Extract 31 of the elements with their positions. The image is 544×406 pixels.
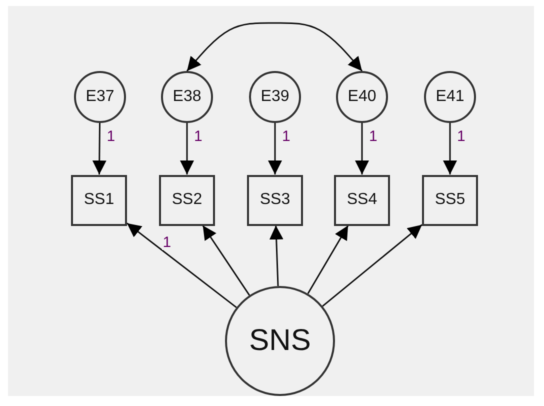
variable-name: E37 xyxy=(86,88,114,106)
edge-label: 1 xyxy=(368,129,378,144)
path-arrow xyxy=(269,225,284,286)
path-arrow xyxy=(355,123,369,174)
path-arrow xyxy=(202,225,250,296)
edge-label: 1 xyxy=(281,129,292,144)
path-arrow xyxy=(443,123,457,174)
path-arrow xyxy=(307,225,349,294)
variable-name: SS1 xyxy=(84,191,114,209)
observed-variable-box xyxy=(71,174,127,226)
edge-label: 1 xyxy=(456,129,466,144)
observed-variable-box xyxy=(247,174,303,226)
edge-label: 1 xyxy=(193,129,204,144)
variable-name: E39 xyxy=(260,88,290,106)
observed-variable-box xyxy=(334,174,390,226)
edge-label: 1 xyxy=(162,235,172,250)
path-arrow xyxy=(126,222,237,308)
observed-variable-box xyxy=(159,174,215,226)
path-arrow xyxy=(268,123,282,174)
variable-name: SS5 xyxy=(434,191,466,209)
variable-name: E38 xyxy=(172,88,202,106)
variable-name: SS3 xyxy=(260,191,290,209)
path-arrow xyxy=(186,22,363,72)
path-arrow xyxy=(180,123,194,174)
variable-name: SS4 xyxy=(346,191,378,209)
variable-name: E40 xyxy=(348,88,376,106)
variable-name: E41 xyxy=(436,88,464,106)
variable-name: SS2 xyxy=(172,191,202,209)
observed-variable-box xyxy=(422,174,478,226)
path-arrow xyxy=(92,123,106,174)
variable-name: SNS xyxy=(249,324,311,358)
